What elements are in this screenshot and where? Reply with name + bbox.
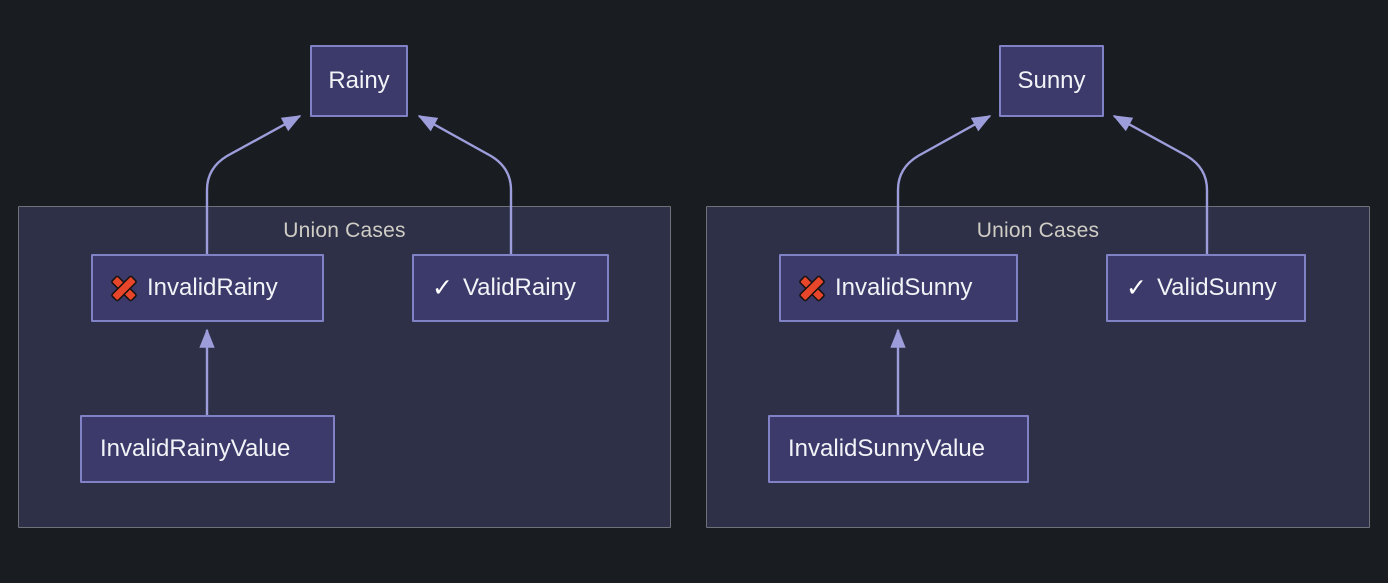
node-valid-sunny[interactable]: ✓ ValidSunny: [1106, 254, 1306, 322]
node-label: InvalidRainyValue: [100, 435, 291, 462]
node-label: ValidSunny: [1156, 274, 1277, 301]
node-content: ✓ ValidSunny: [1126, 273, 1277, 302]
node-label: InvalidSunny: [835, 274, 973, 301]
cluster-label: Union Cases: [976, 219, 1100, 242]
node-invalid-rainy-value[interactable]: InvalidRainyValue: [80, 415, 335, 483]
node-content: ✓ ValidRainy: [432, 273, 576, 302]
node-invalid-rainy[interactable]: InvalidRainy: [91, 254, 324, 322]
node-content: InvalidRainyValue: [100, 437, 290, 461]
node-content: InvalidSunnyValue: [788, 437, 985, 461]
node-label: InvalidSunnyValue: [788, 435, 986, 462]
node-content: InvalidSunny: [799, 275, 972, 301]
node-content: Rainy: [328, 69, 389, 93]
node-invalid-sunny[interactable]: InvalidSunny: [779, 254, 1018, 322]
node-label: Rainy: [328, 67, 390, 94]
cluster-label: Union Cases: [283, 219, 406, 242]
node-content: InvalidRainy: [111, 275, 278, 301]
node-rainy[interactable]: Rainy: [310, 45, 408, 117]
cross-mark-icon: [799, 275, 825, 301]
node-label: InvalidRainy: [147, 274, 278, 301]
node-sunny[interactable]: Sunny: [999, 45, 1104, 117]
node-label: Sunny: [1017, 67, 1086, 94]
node-label: ValidRainy: [462, 274, 576, 301]
check-mark-icon: ✓: [432, 273, 453, 302]
node-invalid-sunny-value[interactable]: InvalidSunnyValue: [768, 415, 1029, 483]
cross-mark-icon: [111, 275, 137, 301]
node-content: Sunny: [1017, 69, 1085, 93]
check-mark-icon: ✓: [1126, 273, 1147, 302]
node-valid-rainy[interactable]: ✓ ValidRainy: [412, 254, 609, 322]
